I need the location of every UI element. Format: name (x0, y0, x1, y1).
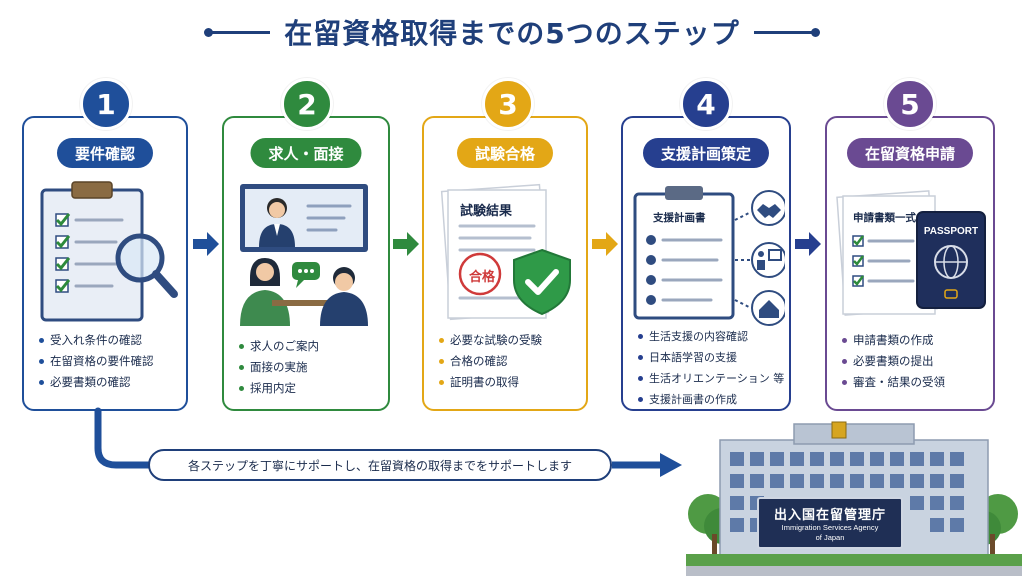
agency-name-japanese: 出入国在留管理庁 (773, 508, 886, 523)
step-4-illustration: 支援計画書 (631, 180, 785, 330)
title-decoration-left (204, 27, 271, 37)
support-plan-doc-title: 支援計画書 (653, 212, 706, 224)
list-item: 審査・結果の受領 (841, 372, 987, 393)
step-2-card: 求人・面接 求人のご案内 (222, 116, 390, 411)
step-3-illustration: 試験結果 合格 (432, 180, 578, 330)
list-item: 申請書類の作成 (841, 330, 987, 351)
list-item: 求人のご案内 (238, 336, 382, 357)
list-item: 必要な試験の受験 (438, 330, 580, 351)
list-item: 日本語学習の支援 (637, 347, 783, 368)
passport-label: PASSPORT (923, 226, 979, 237)
page-title: 在留資格取得までの5つのステップ (284, 17, 740, 50)
step-2-illustration (232, 180, 380, 330)
step-5-bullets: 申請書類の作成 必要書類の提出 審査・結果の受領 (841, 330, 987, 393)
arrow-right-icon (592, 232, 618, 256)
step-3-bullets: 必要な試験の受験 合格の確認 証明書の取得 (438, 330, 580, 393)
agency-name-english-1: Immigration Services Agency (781, 523, 879, 532)
application-doc-title: 申請書類一式 (853, 212, 916, 224)
clipboard-magnifier-icon (40, 181, 178, 322)
step-1-number: 1 (80, 78, 132, 130)
list-item: 生活支援の内容確認 (637, 326, 783, 347)
step-2-bullets: 求人のご案内 面接の実施 採用内定 (238, 336, 382, 399)
step-1-card: 要件確認 受入れ条件の確認 (22, 116, 188, 411)
list-item: 必要書類の確認 (38, 372, 180, 393)
list-item: 採用内定 (238, 378, 382, 399)
step-5-label: 在留資格申請 (846, 138, 974, 168)
step-4-number: 4 (680, 78, 732, 130)
arrow-right-icon (393, 232, 419, 256)
step-1-label: 要件確認 (56, 138, 154, 168)
exam-result-title: 試験結果 (460, 204, 513, 219)
arrow-right-icon (795, 232, 821, 256)
step-2-label: 求人・面接 (250, 138, 362, 168)
step-1-illustration (32, 180, 178, 330)
application-passport-icon (836, 190, 986, 316)
support-message: 各ステップを丁寧にサポートし、在留資格の取得までをサポートします (148, 449, 612, 481)
support-plan-icon (633, 186, 785, 326)
step-5-number: 5 (884, 78, 936, 130)
exam-result-document-icon (440, 183, 571, 321)
step-5-illustration: 申請書類一式 PASSPORT (835, 180, 986, 330)
step-3-card: 試験合格 試験結果 合格 必要な試験の受験 合格の確認 証明書の取得 (422, 116, 588, 411)
list-item: 支援計画書の作成 (637, 389, 783, 410)
step-3-number: 3 (482, 78, 534, 130)
step-1-bullets: 受入れ条件の確認 在留資格の要件確認 必要書類の確認 (38, 330, 180, 393)
step-3-label: 試験合格 (456, 138, 554, 168)
list-item: 受入れ条件の確認 (38, 330, 180, 351)
pass-stamp: 合格 (468, 270, 495, 285)
list-item: 証明書の取得 (438, 372, 580, 393)
list-item: 生活オリエンテーション 等 (637, 368, 784, 389)
title-bar: 在留資格取得までの5つのステップ (0, 10, 1024, 54)
list-item: 面接の実施 (238, 357, 382, 378)
step-5-card: 在留資格申請 申請書類一式 PASSPORT 申請書類の作成 必要書 (825, 116, 995, 411)
step-4-card: 支援計画策定 (621, 116, 791, 411)
agency-sign: 出入国在留管理庁 Immigration Services Agency of … (757, 497, 903, 549)
list-item: 合格の確認 (438, 351, 580, 372)
list-item: 必要書類の提出 (841, 351, 987, 372)
agency-name-english-2: of Japan (815, 533, 845, 542)
step-4-label: 支援計画策定 (642, 138, 770, 168)
title-decoration-right (753, 27, 820, 37)
step-2-number: 2 (281, 78, 333, 130)
list-item: 在留資格の要件確認 (38, 351, 180, 372)
arrow-right-icon (193, 232, 219, 256)
video-interview-icon (240, 184, 368, 326)
step-4-bullets: 生活支援の内容確認 日本語学習の支援 生活オリエンテーション 等 支援計画書の作… (637, 326, 784, 410)
